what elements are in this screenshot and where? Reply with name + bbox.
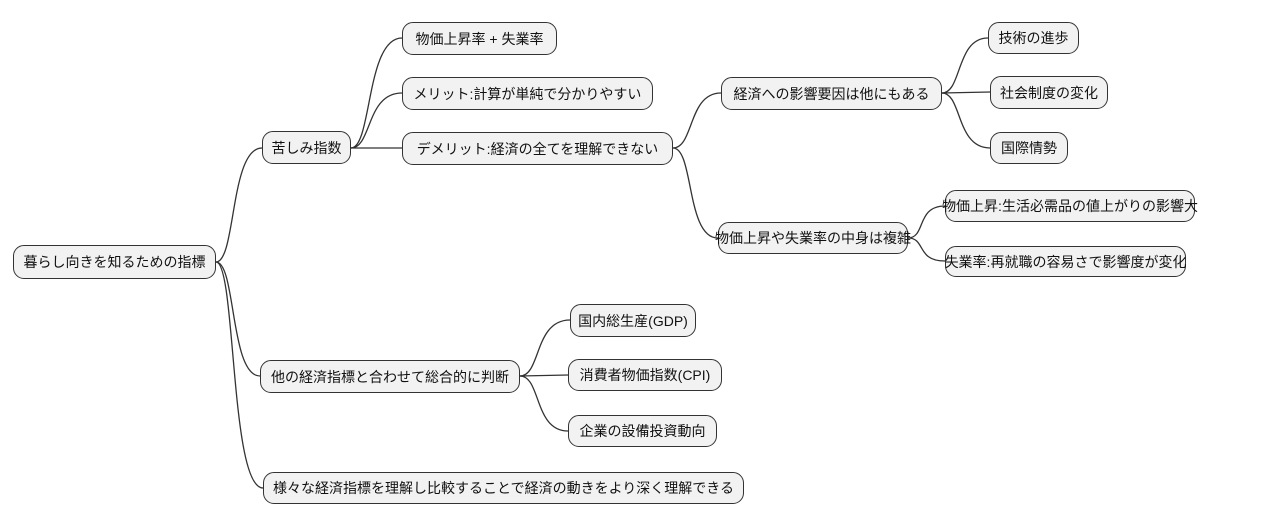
edge-complexity-price: [907, 205, 946, 239]
node-capex: 企業の設備投資動向: [568, 415, 717, 447]
node-formula: 物価上昇率 + 失業率: [402, 22, 557, 55]
node-cpi: 消費者物価指数(CPI): [568, 359, 722, 391]
node-merit: メリット:計算が単純で分かりやすい: [402, 77, 653, 110]
edge-root-combined: [215, 261, 261, 377]
edge-combined-gdp: [519, 319, 571, 377]
edge-demerit-complexity: [672, 147, 719, 239]
node-social-change: 社会制度の変化: [990, 76, 1108, 109]
edge-root-misery: [215, 147, 263, 263]
edge-combined-cpi: [519, 374, 569, 377]
edge-root-conclusion: [215, 261, 264, 489]
edge-factors-tech: [941, 37, 989, 94]
edge-factors-international: [941, 92, 991, 149]
node-tech-progress: 技術の進歩: [988, 22, 1079, 54]
node-conclusion: 様々な経済指標を理解し比較することで経済の動きをより深く理解できる: [263, 472, 744, 504]
node-unemployment: 失業率:再就職の容易さで影響度が変化: [945, 246, 1186, 277]
node-demerit: デメリット:経済の全てを理解できない: [402, 132, 673, 165]
edge-misery-merit: [350, 92, 403, 149]
node-price-rise: 物価上昇:生活必需品の値上がりの影響大: [942, 190, 1198, 222]
node-international: 国際情勢: [990, 132, 1068, 164]
edge-misery-formula: [350, 37, 403, 149]
node-combined-judgement: 他の経済指標と合わせて総合的に判断: [260, 360, 520, 393]
node-gdp: 国内総生産(GDP): [570, 304, 696, 337]
node-root: 暮らし向きを知るための指標: [13, 245, 216, 279]
edge-factors-social: [941, 91, 991, 94]
node-complexity: 物価上昇や失業率の中身は複雑: [715, 222, 911, 254]
node-other-factors: 経済への影響要因は他にもある: [721, 77, 942, 110]
edge-combined-capex: [519, 375, 569, 432]
edge-demerit-factors: [672, 92, 722, 149]
node-misery-index: 苦しみ指数: [262, 131, 351, 164]
edge-complexity-unemployment: [907, 237, 946, 262]
